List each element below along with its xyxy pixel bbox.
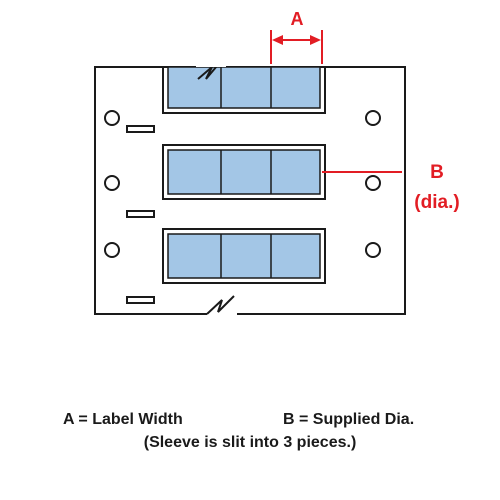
sprocket-holes [104,110,381,258]
dimension-b-letter: B [430,162,444,183]
bottom-break-mark [206,295,235,315]
legend-b-definition: B = Supplied Dia. [283,411,415,428]
legend-a-definition: A = Label Width [63,411,183,428]
slot-1 [126,125,155,133]
hole-left-3 [104,242,120,258]
legend-note: (Sleeve is slit into 3 pieces.) [143,434,357,451]
hole-right-3 [365,242,381,258]
hole-left-2 [104,175,120,191]
hole-right-2 [365,175,381,191]
perforation-slots [126,125,155,304]
dimension-a-marker [270,30,323,64]
label-row-3 [162,228,326,284]
dim-a-arrow-right [310,35,321,45]
dimension-a-letter: A [291,9,304,29]
label-row-1 [162,58,326,114]
hole-right-1 [365,110,381,126]
slot-2 [126,210,155,218]
hole-left-1 [104,110,120,126]
dim-a-arrow-left [272,35,283,45]
dimension-b-note: (dia.) [414,192,459,213]
label-row-2 [162,144,326,200]
slot-3 [126,296,155,304]
